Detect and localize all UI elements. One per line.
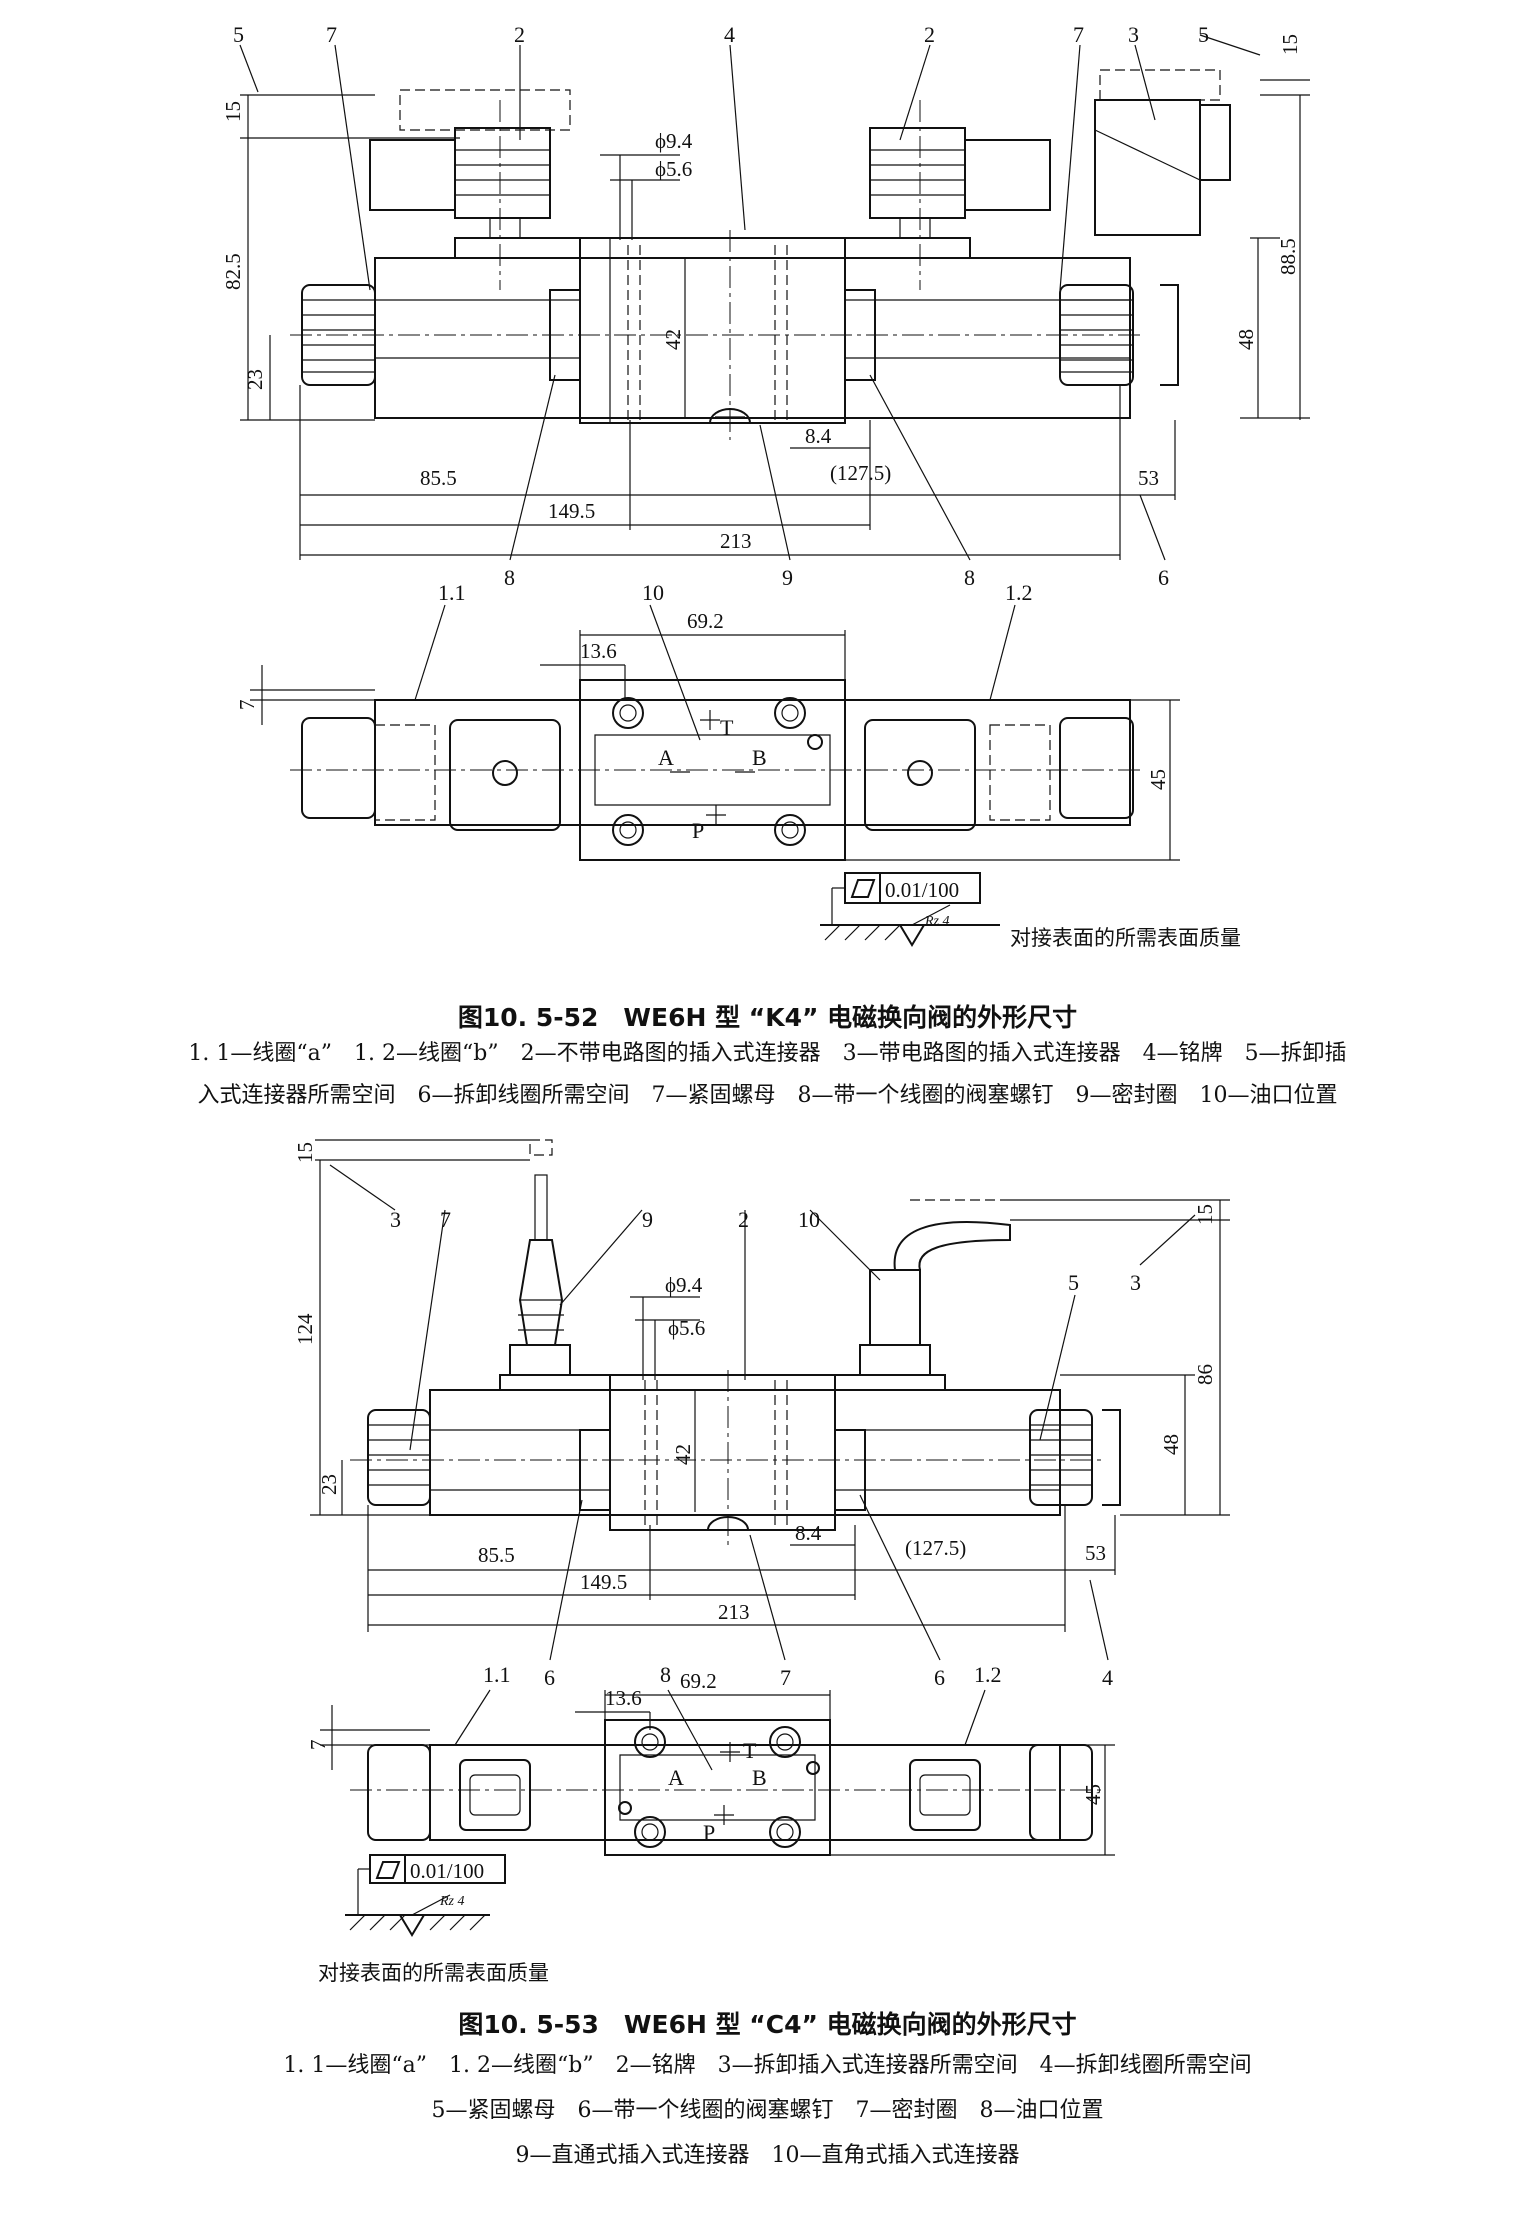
dim-86: 86 xyxy=(1193,1364,1217,1385)
figure-legend-line: 9—直通式插入式连接器 10—直角式插入式连接器 xyxy=(515,2143,1020,2168)
flatness-tolerance: 0.01/100 xyxy=(885,878,959,902)
dim-7: 7 xyxy=(235,700,259,711)
dim-8-4: 8.4 xyxy=(795,1521,822,1545)
dim-85-5: 85.5 xyxy=(420,466,457,490)
dim-phi5-6: ϕ5.6 xyxy=(668,1316,705,1340)
dim-13-6: 13.6 xyxy=(605,1686,642,1710)
figure-legend-line: 入式连接器所需空间 6—拆卸线圈所需空间 7—紧固螺母 8—带一个线圈的阀塞螺钉… xyxy=(197,1083,1338,1108)
surface-quality-note: 对接表面的所需表面质量 xyxy=(318,1961,549,1985)
callout-2: 2 xyxy=(514,22,525,47)
dim-45: 45 xyxy=(1081,1784,1105,1805)
fig1-front-view xyxy=(290,69,1231,440)
dim-42: 42 xyxy=(661,329,685,350)
dim-53: 53 xyxy=(1138,466,1159,490)
figure-legend-line: 1. 1—线圈“a” 1. 2—线圈“b” 2—不带电路图的插入式连接器 3—带… xyxy=(188,1041,1347,1066)
callout-6: 6 xyxy=(934,1665,945,1690)
dim-phi9-4: ϕ9.4 xyxy=(665,1273,703,1297)
fig2-callouts: 3 7 9 2 10 5 3 6 7 6 4 1.1 8 1.2 xyxy=(390,1207,1141,1690)
fig2-dimension-texts: 15 124 23 42 15 86 48 ϕ9.4 ϕ5.6 8.4 (127… xyxy=(293,1142,1217,1624)
callout-8: 8 xyxy=(964,565,975,590)
port-B: B xyxy=(752,1765,767,1790)
callout-3: 3 xyxy=(1130,1270,1141,1295)
callout-10: 10 xyxy=(642,580,664,605)
dim-213: 213 xyxy=(720,529,752,553)
dim-23: 23 xyxy=(317,1474,341,1495)
callout-7: 7 xyxy=(326,22,337,47)
callout-1-2: 1.2 xyxy=(974,1662,1002,1687)
dim-13-6: 13.6 xyxy=(580,639,617,663)
dim-15-b: 15 xyxy=(1193,1204,1217,1225)
callout-6: 6 xyxy=(1158,565,1169,590)
dim-149-5: 149.5 xyxy=(580,1570,627,1594)
dim-phi5-6: ϕ5.6 xyxy=(655,157,692,181)
callout-7: 7 xyxy=(1073,22,1084,47)
port-P: P xyxy=(703,1820,715,1845)
callout-8: 8 xyxy=(660,1662,671,1687)
callout-5: 5 xyxy=(1068,1270,1079,1295)
callout-10: 10 xyxy=(798,1207,820,1232)
figure-caption: 图10. 5-52 WE6H 型 “K4” 电磁换向阀的外形尺寸 xyxy=(457,1003,1078,1032)
roughness-rz: Rz 4 xyxy=(439,1894,465,1909)
callout-2: 2 xyxy=(924,22,935,47)
flatness-tolerance: 0.01/100 xyxy=(410,1859,484,1883)
dim-phi9-4: ϕ9.4 xyxy=(655,129,693,153)
dim-124: 124 xyxy=(293,1313,317,1345)
port-A: A xyxy=(658,745,674,770)
dim-127-5: (127.5) xyxy=(830,461,891,485)
callout-1-2: 1.2 xyxy=(1005,580,1033,605)
callout-8: 8 xyxy=(504,565,515,590)
dim-69-2: 69.2 xyxy=(687,609,724,633)
roughness-rz: Rz 4 xyxy=(924,914,950,929)
dim-53: 53 xyxy=(1085,1541,1106,1565)
callout-6: 6 xyxy=(544,1665,555,1690)
callout-3: 3 xyxy=(390,1207,401,1232)
dim-23: 23 xyxy=(243,369,267,390)
figure-legend-line: 5—紧固螺母 6—带一个线圈的阀塞螺钉 7—密封圈 8—油口位置 xyxy=(431,2098,1104,2123)
dim-45: 45 xyxy=(1146,769,1170,790)
fig2-plan-view: A B T P 69.2 13.6 7 45 0.01/100 Rz 4 xyxy=(306,1669,1115,1985)
dim-48: 48 xyxy=(1159,1434,1183,1455)
fig2-front-view xyxy=(350,1139,1121,1545)
surface-quality-note: 对接表面的所需表面质量 xyxy=(1010,926,1241,950)
figure-caption: 图10. 5-53 WE6H 型 “C4” 电磁换向阀的外形尺寸 xyxy=(458,2010,1077,2039)
dim-88-5: 88.5 xyxy=(1276,238,1300,275)
callout-2: 2 xyxy=(738,1207,749,1232)
callout-9: 9 xyxy=(782,565,793,590)
dim-15-b: 15 xyxy=(1278,34,1302,55)
dim-15-a: 15 xyxy=(293,1142,317,1163)
callout-4: 4 xyxy=(724,22,735,47)
port-T: T xyxy=(720,715,734,740)
fig1-dimension-texts: 15 82.5 23 42 88.5 48 15 ϕ9.4 ϕ5.6 8.4 (… xyxy=(221,34,1302,553)
callout-1-1: 1.1 xyxy=(438,580,466,605)
dim-69-2: 69.2 xyxy=(680,1669,717,1693)
callout-5: 5 xyxy=(1198,22,1209,47)
dim-42: 42 xyxy=(671,1444,695,1465)
callout-4: 4 xyxy=(1102,1665,1113,1690)
callout-9: 9 xyxy=(642,1207,653,1232)
callout-7: 7 xyxy=(440,1207,451,1232)
dim-8-4: 8.4 xyxy=(805,424,832,448)
callout-3: 3 xyxy=(1128,22,1139,47)
port-T: T xyxy=(743,1738,757,1763)
dim-149-5: 149.5 xyxy=(548,499,595,523)
dim-7: 7 xyxy=(306,1740,330,1751)
dim-213: 213 xyxy=(718,1600,750,1624)
callout-5: 5 xyxy=(233,22,244,47)
callout-1-1: 1.1 xyxy=(483,1662,511,1687)
port-A: A xyxy=(668,1765,684,1790)
port-P: P xyxy=(692,818,704,843)
fig1-plan-view: A B T P 69.2 13.6 7 45 0.01/100 Rz 4 xyxy=(235,604,1241,950)
dim-82-5: 82.5 xyxy=(221,253,245,290)
dim-48: 48 xyxy=(1234,329,1258,350)
callout-7: 7 xyxy=(780,1665,791,1690)
fig2-dimension-lines xyxy=(310,1139,1230,1661)
dim-85-5: 85.5 xyxy=(478,1543,515,1567)
dim-15-a: 15 xyxy=(221,101,245,122)
fig1-dimension-lines xyxy=(239,34,1310,561)
port-B: B xyxy=(752,745,767,770)
dim-127-5: (127.5) xyxy=(905,1536,966,1560)
fig1-callouts: 5 7 2 4 2 7 3 5 8 9 8 6 1.1 10 1.2 xyxy=(233,22,1209,605)
figure-legend-line: 1. 1—线圈“a” 1. 2—线圈“b” 2—铭牌 3—拆卸插入式连接器所需空… xyxy=(283,2053,1252,2078)
